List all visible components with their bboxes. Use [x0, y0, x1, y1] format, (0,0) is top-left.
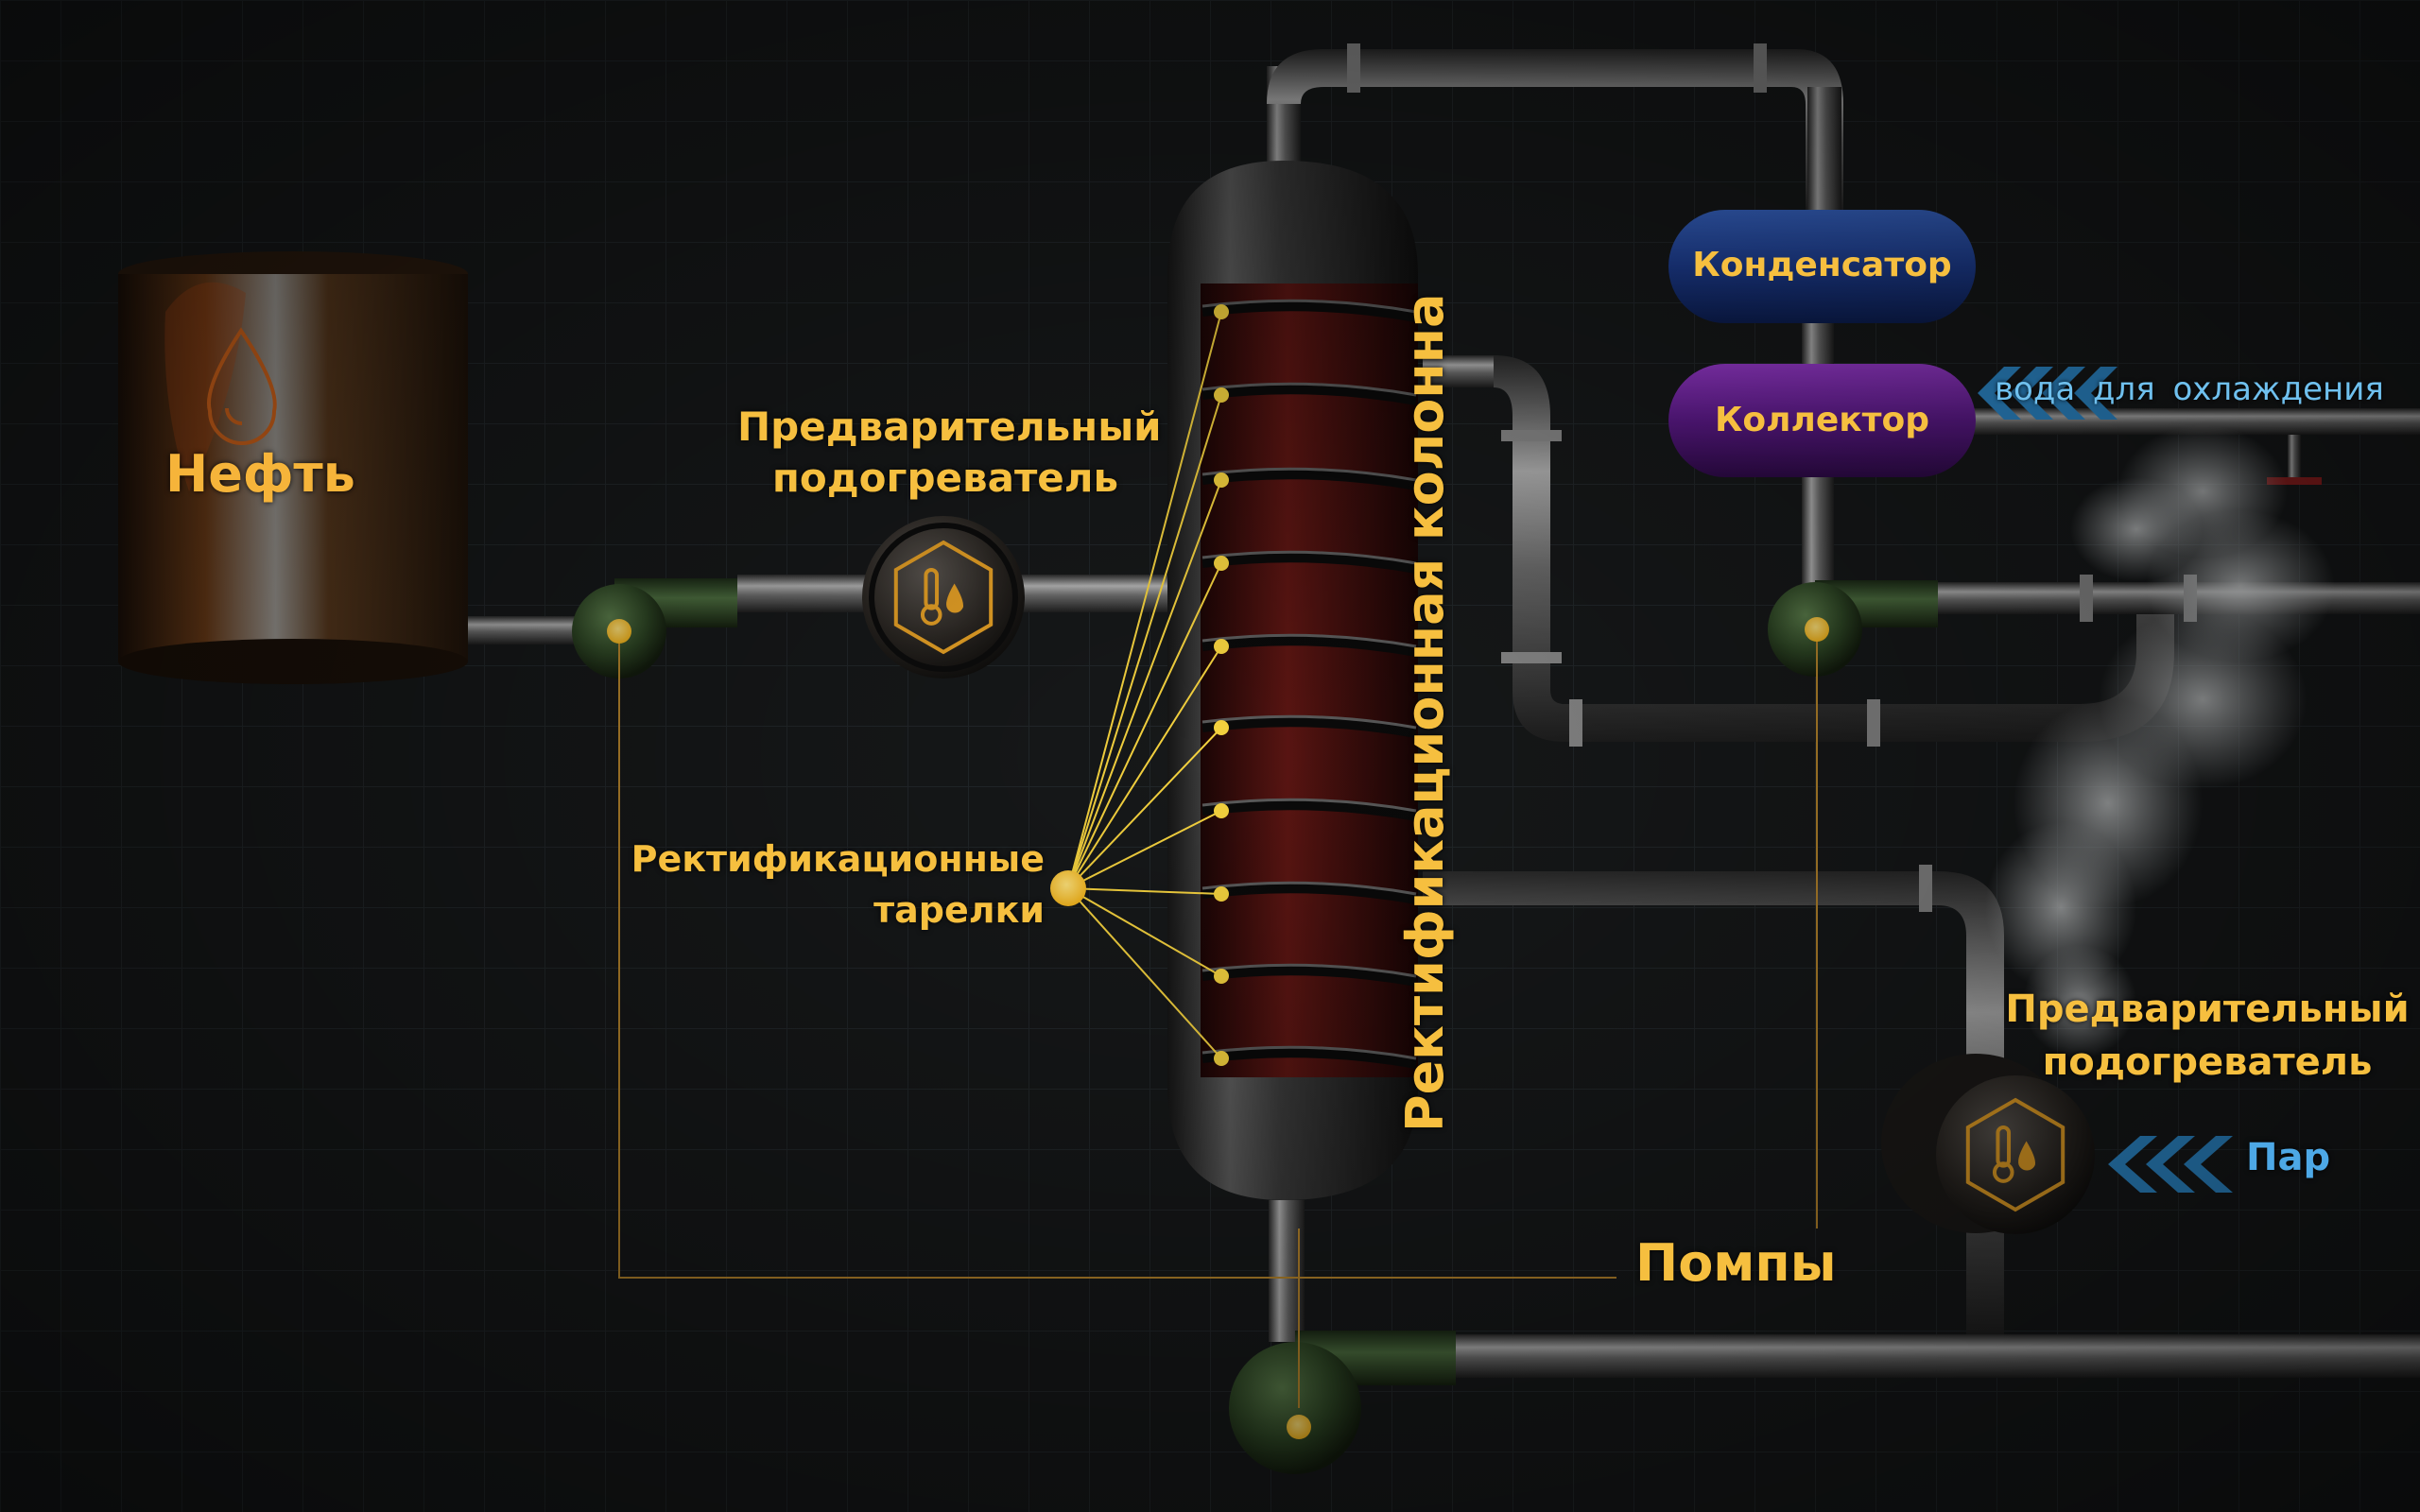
preheater-right-label-line2: подогреватель: [2042, 1040, 2373, 1084]
trays-label-line2: тарелки: [873, 889, 1045, 931]
trays-label: Ректификационные тарелки: [624, 833, 1045, 936]
preheater-top-label: Предварительный подогреватель: [737, 402, 1162, 504]
pumps-label: Помпы: [1635, 1233, 1837, 1293]
preheater-right-label-line1: Предварительный: [2005, 988, 2410, 1031]
cooling-water-label: вода для охлаждения: [1995, 370, 2384, 408]
condenser-label: Конденсатор: [1692, 246, 1952, 284]
column-label: Ректификационная колонна: [1395, 293, 1455, 1132]
collector-label: Коллектор: [1714, 401, 1930, 439]
preheater-top-label-line2: подогреватель: [771, 455, 1119, 501]
trays-label-line1: Ректификационные: [631, 838, 1045, 880]
preheater-top-label-line1: Предварительный: [737, 404, 1162, 450]
oil-label: Нефть: [165, 444, 355, 504]
steam-label: Пар: [2246, 1136, 2331, 1179]
preheater-right-label: Предварительный подогреватель: [2004, 983, 2411, 1089]
